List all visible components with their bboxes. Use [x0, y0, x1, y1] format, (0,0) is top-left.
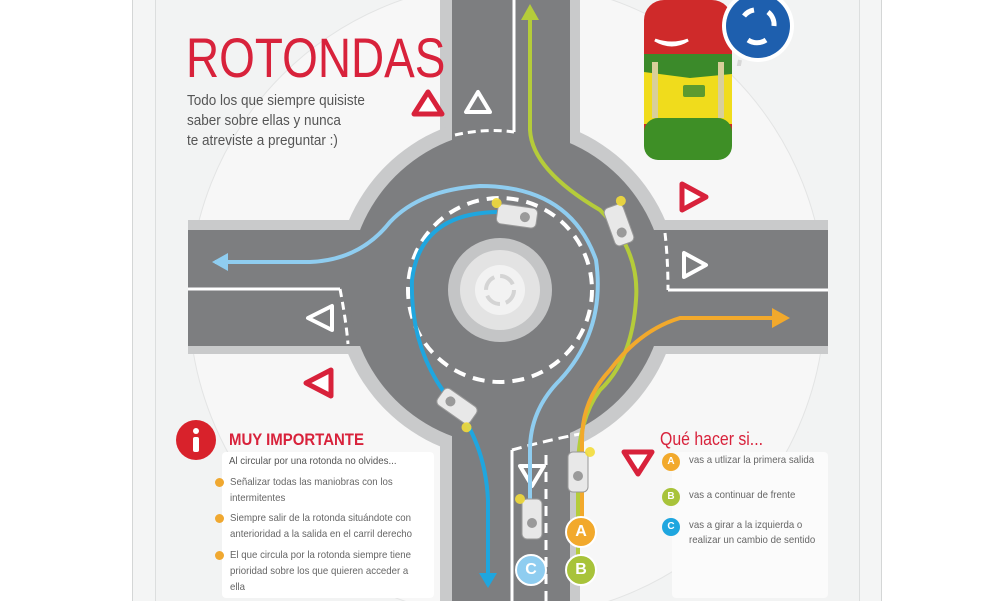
- route-a-first-exit: [580, 316, 774, 520]
- lane-badge-a: A: [565, 516, 597, 548]
- mascot-illustration: [644, 0, 732, 160]
- lane-divider-ring: [406, 196, 594, 384]
- yield-sign-east-icon: [679, 181, 709, 213]
- lane-badge-c: C: [515, 554, 547, 586]
- badge-b-icon: B: [662, 488, 680, 506]
- yield-sign-north-icon: [411, 89, 445, 117]
- bullet-dot-icon: [215, 478, 224, 487]
- page-subtitle: Todo los que siempre quisiste saber sobr…: [187, 91, 365, 151]
- badge-a-icon: A: [662, 453, 680, 471]
- route-c-u-turn-arrowhead: [479, 573, 497, 588]
- info-icon: [176, 420, 216, 460]
- route-c-u-turn: [409, 210, 501, 578]
- yield-marking-west: [306, 304, 334, 332]
- subtitle-line: Todo los que siempre quisiste: [187, 92, 365, 109]
- what-to-do-title: Qué hacer si...: [660, 429, 764, 449]
- central-island-inner: [475, 265, 525, 315]
- roundabout-sign-icon: [722, 0, 794, 66]
- important-intro: Al circular por una rotonda no olvides..…: [229, 455, 397, 467]
- subtitle-line: te atreviste a preguntar :): [187, 132, 338, 149]
- route-c-left-arrowhead: [212, 253, 228, 271]
- bullet-dot-icon: [215, 551, 224, 560]
- roundabout-symbol-icon: [484, 274, 516, 306]
- yield-marking-east: [682, 251, 708, 279]
- yield-sign-south-icon: [621, 449, 655, 477]
- lane-badge-b: B: [565, 554, 597, 586]
- route-b-straight: [528, 18, 639, 560]
- what-to-do-card: [672, 452, 828, 598]
- yield-sign-west-icon: [303, 367, 334, 399]
- car-top: [491, 198, 539, 229]
- red-yield-signs: [303, 89, 709, 477]
- important-title: MUY IMPORTANTE: [229, 430, 364, 449]
- bullet-dot-icon: [215, 514, 224, 523]
- car-northeast: [603, 195, 635, 247]
- page-title: ROTONDAS: [186, 26, 446, 89]
- cars: [436, 195, 635, 540]
- route-c-left-turn: [215, 183, 600, 520]
- road-yield-markings: [306, 90, 708, 488]
- car-lane-right: [567, 447, 595, 493]
- badge-c-icon: C: [662, 518, 680, 536]
- lane-markings: [188, 0, 828, 601]
- route-b-arrowhead: [521, 4, 539, 20]
- yield-marking-north: [464, 90, 492, 114]
- route-a-arrowhead: [772, 308, 790, 328]
- car-southwest: [436, 387, 478, 433]
- subtitle-line: saber sobre ellas y nunca: [187, 112, 341, 129]
- car-lane-left: [515, 494, 543, 540]
- important-card: [222, 452, 434, 598]
